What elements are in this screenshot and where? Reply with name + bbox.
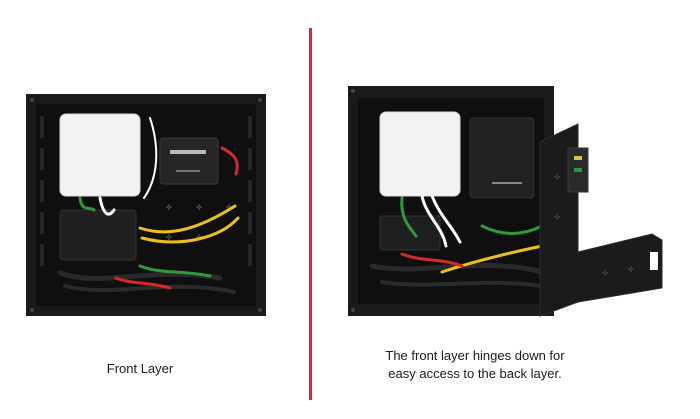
hinge-caption: The front layer hinges down for easy acc… xyxy=(350,347,600,383)
network-switch xyxy=(59,209,137,261)
streaming-box xyxy=(469,117,535,199)
router-device xyxy=(59,113,141,197)
front-layer-caption: Front Layer xyxy=(60,360,220,378)
enclosure-open-illustration xyxy=(348,86,663,317)
hinged-layer-photo xyxy=(342,76,672,324)
enclosure-front-illustration xyxy=(26,94,266,316)
streaming-box xyxy=(159,137,219,185)
caption-line-1: The front layer hinges down for xyxy=(385,348,565,363)
caption-text: Front Layer xyxy=(106,361,174,376)
caption-line-2: easy access to the back layer. xyxy=(388,366,562,381)
front-layer-photo xyxy=(20,88,272,320)
red-divider xyxy=(309,28,312,400)
hinged-front-plate xyxy=(539,123,663,317)
router-device xyxy=(379,111,461,197)
